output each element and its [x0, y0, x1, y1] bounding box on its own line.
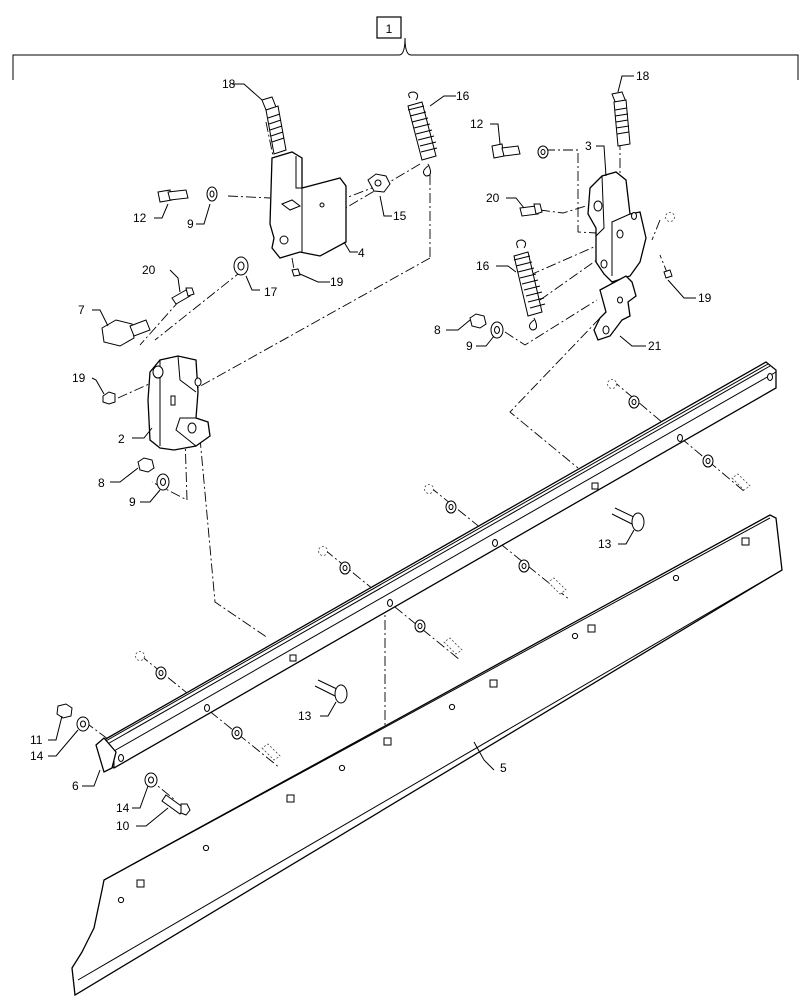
- part-5-blade: [71, 514, 783, 997]
- callout-12: 12: [133, 211, 147, 225]
- callout-13: 13: [298, 709, 312, 723]
- callout-17: 17: [264, 285, 278, 299]
- assembly-bracket: 1: [12, 16, 799, 80]
- callout-9: 9: [187, 217, 194, 231]
- callout-19: 19: [698, 291, 712, 305]
- callout-15: 15: [393, 209, 407, 223]
- callout-21: 21: [648, 339, 662, 353]
- callout-11: 11: [30, 733, 43, 747]
- callout-8: 8: [98, 476, 105, 490]
- callout-12: 12: [470, 117, 484, 131]
- callout-5: 5: [500, 761, 507, 775]
- callout-1: 1: [386, 22, 393, 36]
- callout-20: 20: [486, 191, 500, 205]
- callout-9: 9: [129, 495, 136, 509]
- callout-14: 14: [30, 749, 44, 763]
- part-18-right-bolt: [611, 91, 631, 147]
- callout-8: 8: [434, 323, 441, 337]
- callout-20: 20: [142, 263, 156, 277]
- left-small-hardware: [101, 173, 391, 491]
- callout-4: 4: [358, 246, 365, 260]
- callout-18: 18: [636, 69, 650, 83]
- callout-19: 19: [72, 371, 86, 385]
- callout-7: 7: [78, 303, 85, 317]
- part-18-left-bolt: [261, 96, 287, 155]
- callout-16: 16: [476, 259, 490, 273]
- callout-6: 6: [72, 779, 79, 793]
- callout-16: 16: [456, 89, 470, 103]
- callout-labels: 18 16 12 9 15 4 20 17 19 7 19 2 8 9 18 1…: [30, 69, 712, 833]
- part-4-left-bracket: [269, 151, 347, 259]
- callout-2: 2: [118, 432, 125, 446]
- part-2-left-bracket: [147, 355, 211, 451]
- part-21-right-plate: [593, 275, 637, 341]
- part-6-bar: [95, 361, 777, 773]
- callout-9: 9: [466, 339, 473, 353]
- bar-hardware: [56, 212, 751, 816]
- right-small-hardware: [469, 143, 673, 339]
- callout-14: 14: [116, 801, 130, 815]
- part-16-left-spring: [407, 91, 438, 177]
- callout-3: 3: [585, 139, 592, 153]
- callout-18: 18: [222, 77, 236, 91]
- callout-10: 10: [116, 819, 130, 833]
- callout-19: 19: [330, 275, 344, 289]
- callout-13: 13: [598, 537, 612, 551]
- leader-lines: [48, 75, 696, 827]
- part-3-right-bracket: [587, 171, 647, 283]
- part-16-right-spring: [513, 239, 546, 331]
